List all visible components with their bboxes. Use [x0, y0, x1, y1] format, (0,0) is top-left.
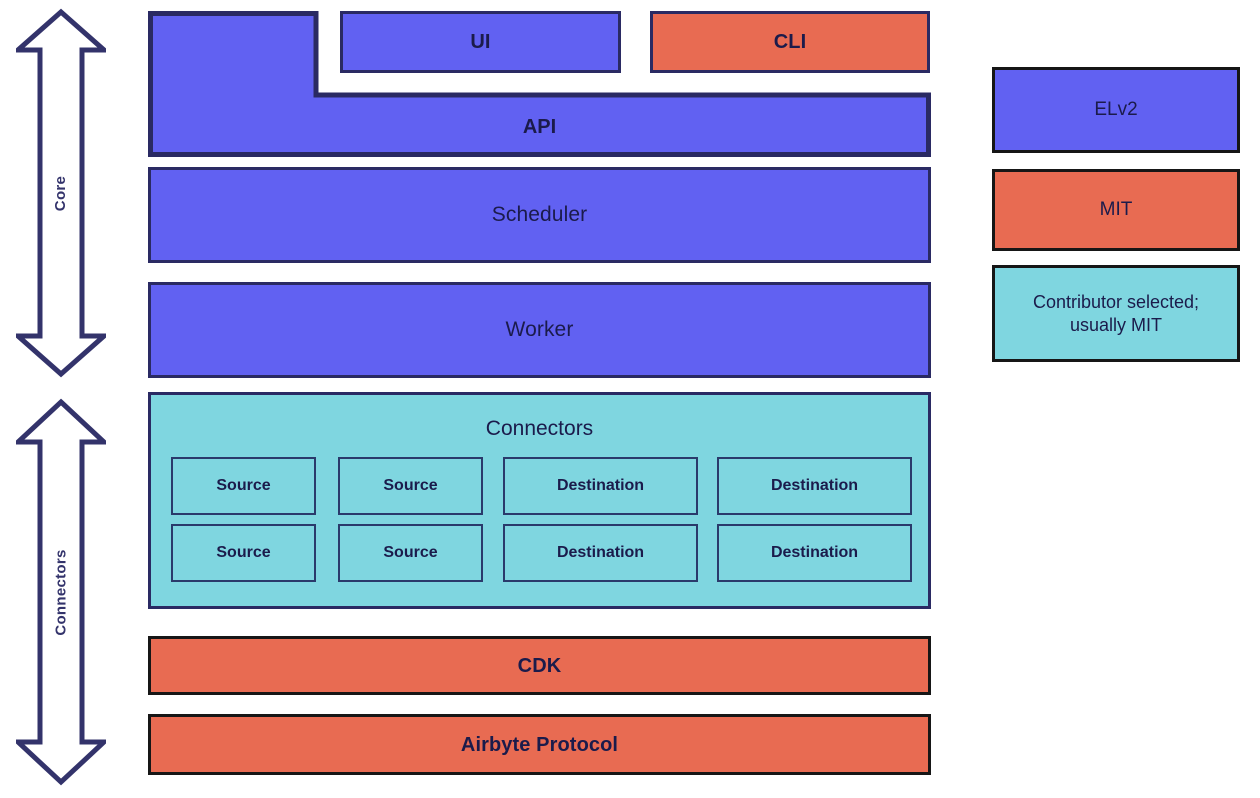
connector-cell-label: Destination: [556, 544, 645, 561]
cli-box[interactable]: CLI: [650, 11, 930, 73]
legend-item-elv2-label: ELv2: [1094, 99, 1138, 121]
airbyte-protocol-box[interactable]: Airbyte Protocol: [148, 714, 931, 775]
worker-box[interactable]: Worker: [148, 282, 931, 378]
connector-cell-label: Destination: [770, 477, 859, 494]
ui-box[interactable]: UI: [340, 11, 621, 73]
connector-cell[interactable]: Destination: [717, 524, 912, 582]
connector-cell-label: Source: [383, 477, 438, 494]
connector-cell[interactable]: Destination: [503, 524, 698, 582]
legend-item-mit-label: MIT: [1099, 199, 1133, 221]
legend-item-elv2[interactable]: ELv2: [992, 67, 1240, 153]
group-arrow-connectors: Connectors: [16, 398, 106, 786]
connector-cell[interactable]: Destination: [503, 457, 698, 515]
connector-cell-label: Source: [216, 544, 271, 561]
connectors-title: Connectors: [485, 417, 594, 440]
cli-label: CLI: [773, 31, 807, 53]
connector-cell[interactable]: Source: [338, 524, 483, 582]
airbyte-protocol-label: Airbyte Protocol: [460, 733, 619, 756]
connector-cell[interactable]: Source: [338, 457, 483, 515]
connector-cell-label: Destination: [770, 544, 859, 561]
scheduler-box[interactable]: Scheduler: [148, 167, 931, 263]
ui-label: UI: [470, 31, 491, 53]
connector-cell-label: Source: [383, 544, 438, 561]
cdk-label: CDK: [517, 654, 562, 677]
connector-cell[interactable]: Source: [171, 457, 316, 515]
connector-cell[interactable]: Source: [171, 524, 316, 582]
connector-cell-label: Destination: [556, 477, 645, 494]
scheduler-label: Scheduler: [491, 203, 588, 227]
legend-item-mit[interactable]: MIT: [992, 169, 1240, 251]
connectors-panel[interactable]: Connectors Source Source Destination Des…: [148, 392, 931, 609]
connector-cell[interactable]: Destination: [717, 457, 912, 515]
worker-label: Worker: [505, 318, 574, 342]
cdk-box[interactable]: CDK: [148, 636, 931, 695]
legend-item-contributor[interactable]: Contributor selected; usually MIT: [992, 265, 1240, 362]
connector-cell-label: Source: [216, 477, 271, 494]
group-arrow-core: Core: [16, 8, 106, 378]
legend-item-contributor-label: Contributor selected; usually MIT: [1032, 292, 1200, 335]
